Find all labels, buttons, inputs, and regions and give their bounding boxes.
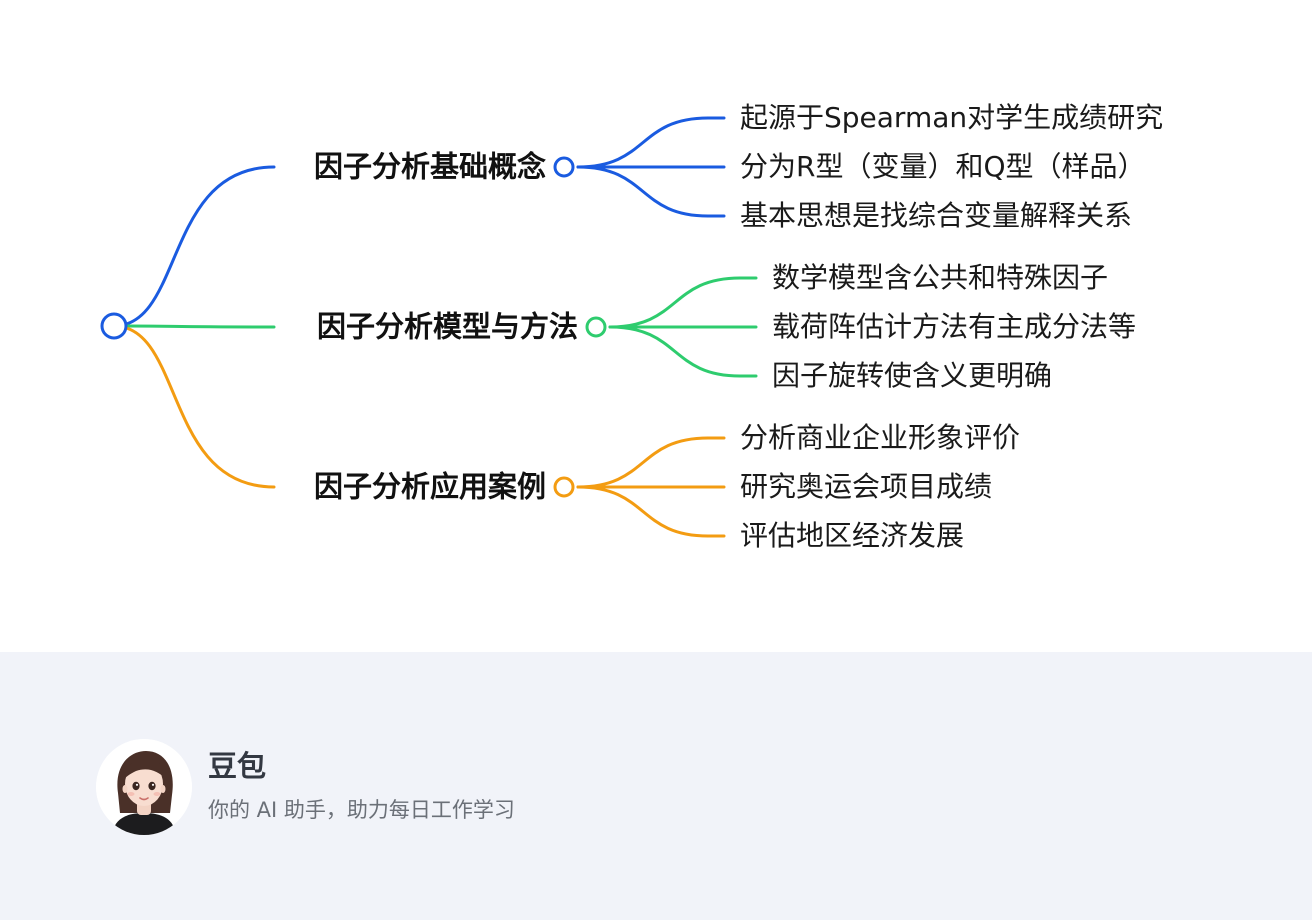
leaf-connector-0-2 [576,165,726,218]
leaf-label-factor-rotation: 因子旋转使含义更明确 [772,359,1053,392]
leaf-connector-1-0 [608,276,758,329]
root-node [100,312,128,340]
leaf-label-loading-estimation: 载荷阵估计方法有主成分法等 [772,310,1137,343]
leaf-connector-2-2 [576,485,726,538]
leaf-label-origin: 起源于Spearman对学生成绩研究 [740,101,1164,134]
leaf-connector-1-2 [608,325,758,378]
branch-label-basic-concepts: 因子分析基础概念 [313,149,546,184]
root-connector-0 [112,165,276,328]
branch-node-1 [585,316,607,338]
leaf-label-olympic-scores: 研究奥运会项目成绩 [740,470,993,503]
branch-node-0 [553,156,575,178]
brand-name: 豆包 [208,749,267,783]
footer-banner: 豆包 你的 AI 助手，助力每日工作学习 [0,652,1312,920]
root-connector-2 [112,324,276,489]
leaf-label-math-model: 数学模型含公共和特殊因子 [772,261,1109,294]
brand-tagline: 你的 AI 助手，助力每日工作学习 [208,798,515,822]
leaf-label-basic-idea: 基本思想是找综合变量解释关系 [740,199,1133,232]
root-connector-1 [112,324,276,329]
leaf-label-business-image: 分析商业企业形象评价 [740,421,1021,454]
mindmap-connectors [100,116,758,538]
branch-label-applications: 因子分析应用案例 [313,469,546,504]
leaf-connector-0-0 [576,116,726,169]
mindmap: 因子分析基础概念 因子分析模型与方法 因子分析应用案例 起源于Spearman对… [100,101,1164,552]
avatar-portrait-icon [96,739,192,835]
leaf-label-r-q-types: 分为R型（变量）和Q型（样品） [740,150,1146,183]
branch-node-2 [553,476,575,498]
avatar [96,739,192,835]
leaf-label-regional-economy: 评估地区经济发展 [740,519,965,552]
branch-label-model-methods: 因子分析模型与方法 [316,309,578,344]
leaf-connector-2-0 [576,436,726,489]
